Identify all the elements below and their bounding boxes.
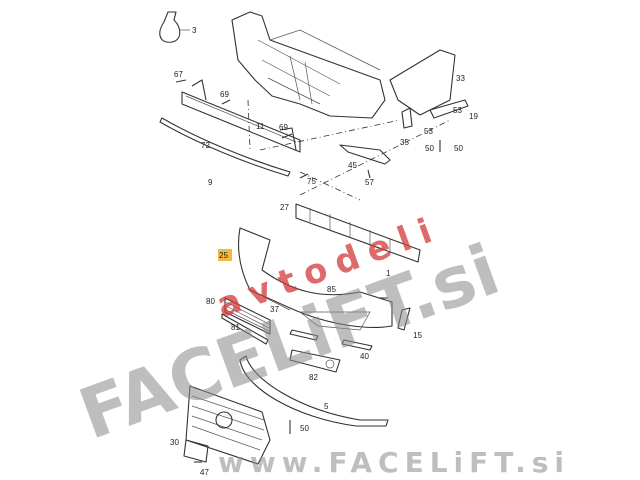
callout-80: 80 xyxy=(206,297,215,306)
part-3-cover xyxy=(159,11,181,43)
callout-37: 37 xyxy=(270,305,279,314)
part-fender-bracket xyxy=(389,49,456,116)
callout-69b: 69 xyxy=(279,123,288,132)
callout-15: 15 xyxy=(413,331,422,340)
callout-25-highlight xyxy=(218,249,232,261)
callout-1: 1 xyxy=(386,269,391,278)
callout-11: 11 xyxy=(256,122,265,131)
callout-57: 57 xyxy=(365,178,374,187)
part-5-spoiler xyxy=(239,355,389,427)
callout-50b: 50 xyxy=(454,144,463,153)
callout-50: 50 xyxy=(425,144,434,153)
part-9-strip xyxy=(159,117,291,177)
callout-19: 19 xyxy=(469,112,478,121)
part-82-fog-grille xyxy=(289,349,341,373)
callout-25: 25 xyxy=(219,251,228,260)
callout-30: 30 xyxy=(170,438,179,447)
callout-3: 3 xyxy=(192,26,197,35)
callout-69: 69 xyxy=(220,90,229,99)
callouts: 3 67 69 72 11 69 9 75 35 45 57 33 53 19 … xyxy=(170,26,478,477)
callout-40: 40 xyxy=(360,352,369,361)
callout-5: 5 xyxy=(324,402,329,411)
callout-85: 85 xyxy=(327,285,336,294)
callout-75: 75 xyxy=(307,177,316,186)
callout-53: 53 xyxy=(453,106,462,115)
callout-53b: 53 xyxy=(424,127,433,136)
callout-45: 45 xyxy=(348,161,357,170)
callout-47: 47 xyxy=(200,468,209,477)
part-27-absorber xyxy=(295,203,421,263)
part-radiator-grille xyxy=(185,385,271,465)
callout-67: 67 xyxy=(174,70,183,79)
callout-35: 35 xyxy=(400,138,409,147)
part-11-bumper-bar xyxy=(181,91,301,153)
callout-82: 82 xyxy=(309,373,318,382)
callout-50c: 50 xyxy=(300,424,309,433)
part-25-bumper-cover xyxy=(237,227,393,328)
callout-72: 72 xyxy=(201,141,210,150)
callout-27: 27 xyxy=(280,203,289,212)
callout-9: 9 xyxy=(208,178,213,187)
callout-33: 33 xyxy=(456,74,465,83)
watermark-footer: www.FACELiFT.si xyxy=(218,446,570,479)
part-80-grille-insert xyxy=(224,297,271,335)
callout-81: 81 xyxy=(231,323,240,332)
part-lock-carrier xyxy=(231,11,386,119)
